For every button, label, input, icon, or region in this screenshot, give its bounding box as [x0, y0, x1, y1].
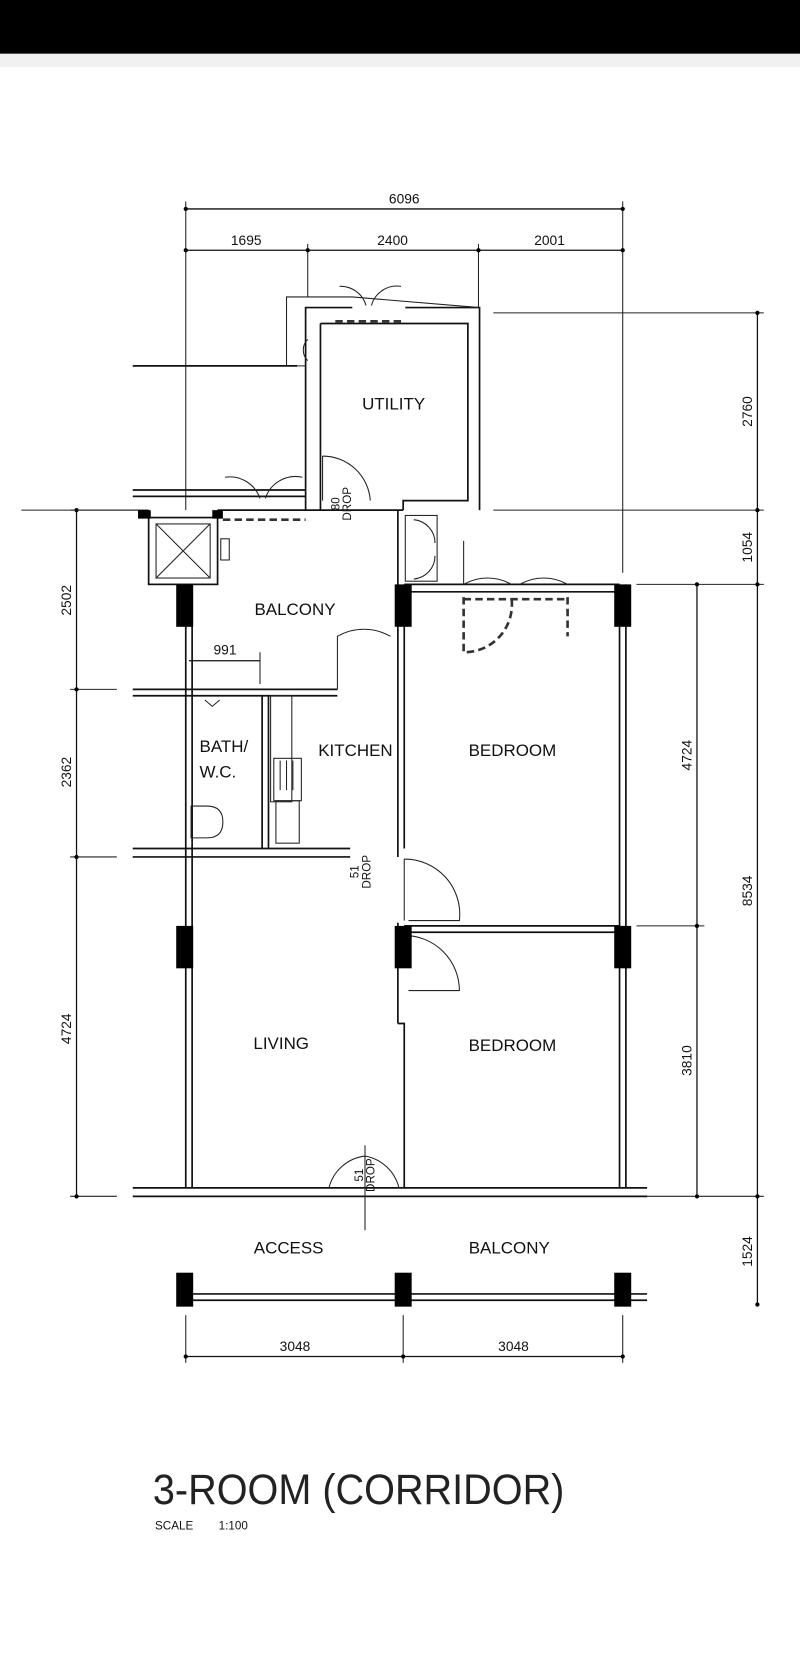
room-label-balcony-upper: BALCONY: [254, 600, 335, 619]
dim-left-3: 4724: [59, 1013, 74, 1044]
room-label-wc: W.C.: [200, 762, 237, 781]
drop-kitchen-value: 51: [349, 865, 362, 878]
drop-utility-value: 80: [330, 497, 343, 510]
dim-right-1: 2760: [740, 396, 755, 427]
room-label-access: ACCESS: [254, 1239, 324, 1258]
scale-label: SCALE: [155, 1519, 193, 1532]
dim-top-3: 2001: [534, 233, 565, 248]
dim-top-total: 6096: [389, 192, 420, 207]
drop-entrance-label: DROP: [365, 1158, 378, 1192]
dim-left-2: 2362: [59, 757, 74, 788]
top-dimensions: 6096 1695 2400 2001: [183, 192, 625, 573]
dim-right-2: 1054: [740, 532, 755, 563]
dim-inner-right-2: 3810: [680, 1045, 695, 1076]
room-label-balcony-lower: BALCONY: [469, 1239, 550, 1258]
walls: [21, 285, 648, 1302]
drop-entrance-value: 51: [353, 1169, 366, 1182]
room-label-bedroom-2: BEDROOM: [469, 1036, 557, 1055]
drop-kitchen-label: DROP: [360, 855, 373, 889]
room-label-utility: UTILITY: [362, 394, 425, 413]
room-labels: UTILITY BALCONY 991 BATH/ W.C. KITCHEN B…: [200, 394, 557, 1257]
toolbar-band: [0, 53, 800, 67]
plan-title: 3-ROOM (CORRIDOR): [153, 1466, 565, 1513]
dim-bottom-2: 3048: [498, 1339, 529, 1354]
dim-top-1: 1695: [231, 233, 262, 248]
dim-right-total: 8534: [740, 875, 755, 906]
room-label-living: LIVING: [253, 1034, 309, 1053]
structural-columns: [138, 510, 632, 1307]
scale-value: 1:100: [219, 1519, 249, 1532]
dim-right-3: 1524: [740, 1236, 755, 1267]
room-label-bedroom-1: BEDROOM: [469, 741, 557, 760]
dim-inner-right-1: 4724: [680, 739, 695, 770]
bottom-dimensions: 3048 3048: [183, 1315, 625, 1363]
room-label-kitchen: KITCHEN: [318, 741, 392, 760]
dim-left-1: 2502: [59, 585, 74, 616]
right-dimensions: 2760 1054 8534 1524 4724 3810: [493, 310, 764, 1307]
left-dimensions: 2502 2362 4724: [59, 508, 149, 1199]
dim-top-2: 2400: [377, 233, 408, 248]
top-status-bar: [0, 0, 800, 53]
drop-utility-label: DROP: [341, 487, 354, 521]
dim-bottom-1: 3048: [280, 1339, 311, 1354]
drop-annotations: 80 DROP 51 DROP 51 DROP: [330, 487, 378, 1192]
dim-bath-width: 991: [214, 642, 237, 657]
room-label-bath: BATH/: [200, 737, 249, 756]
